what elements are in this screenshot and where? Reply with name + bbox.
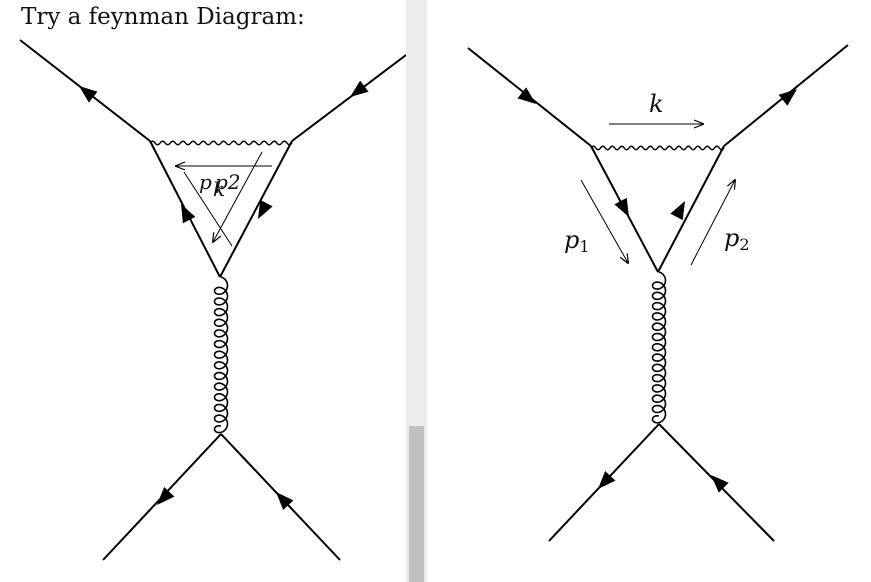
left-pane: Try a feynman Diagram: p p2 — [0, 0, 406, 582]
momentum-arrow-p2 — [690, 180, 735, 266]
fermion-line-triangle-right — [657, 145, 725, 273]
right-pane: k p1 p2 — [427, 0, 871, 582]
label-p1: p1 — [564, 226, 590, 256]
gluon-coil-line — [651, 271, 667, 424]
arrowhead-bottom-right — [276, 492, 294, 510]
arrowhead-bottom-right — [711, 475, 729, 493]
label-k: k — [213, 177, 225, 201]
momentum-arrow-p1 — [183, 171, 233, 247]
label-k: k — [649, 90, 664, 118]
fermion-line-triangle-right — [219, 140, 293, 278]
photon-wavy-line — [149, 140, 293, 146]
momentum-arrow-p1 — [580, 179, 628, 263]
left-feynman-diagram: p p2 k — [19, 39, 406, 561]
label-p1-main: p — [564, 226, 579, 254]
page-heading: Try a feynman Diagram: — [21, 4, 305, 30]
arrowhead-triangle-left — [614, 197, 629, 217]
arrowhead-bottom-left — [157, 487, 175, 505]
photon-wavy-line — [590, 145, 725, 151]
label-p2-sub: 2 — [739, 235, 749, 254]
label-p1: p — [199, 170, 212, 194]
arrowhead-triangle-right — [670, 201, 685, 221]
label-p2: p2 — [724, 224, 750, 254]
arrowhead-triangle-right — [258, 199, 273, 219]
fermion-line-top-right — [291, 54, 406, 142]
label-p2: p2 — [215, 170, 241, 194]
arrowhead-top-left — [517, 87, 536, 104]
label-p2-main: p — [724, 224, 739, 252]
right-feynman-diagram: k p1 p2 — [467, 44, 849, 542]
arrowhead-top-left — [79, 86, 98, 103]
arrowhead-triangle-left — [181, 204, 196, 224]
gluon-coil-line — [213, 276, 229, 434]
arrowhead-bottom-left — [598, 471, 616, 489]
arrowhead-top-right — [350, 80, 369, 97]
scrollbar-thumb[interactable] — [409, 426, 424, 582]
label-p1-sub: 1 — [579, 237, 589, 256]
arrowhead-top-right — [778, 89, 797, 106]
vertical-scrollbar[interactable] — [406, 0, 427, 582]
momentum-arrow-p2 — [213, 151, 263, 242]
